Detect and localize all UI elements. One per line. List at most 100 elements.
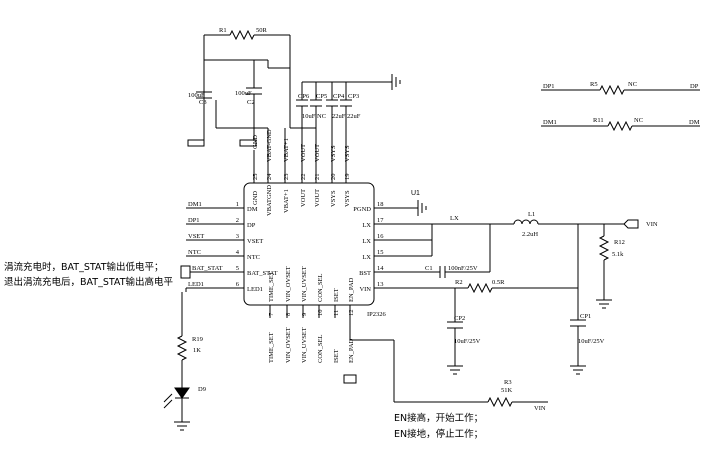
pin-name: BAT_STAT (247, 270, 278, 277)
top-pins: 25 24 23 22 21 20 19 GND VBATGND VBAT+1 … (252, 128, 351, 216)
pin-number: 6 (236, 281, 240, 288)
cp6-ref: CP6 (298, 93, 310, 100)
net-label-vout: VOUT (314, 144, 321, 162)
r19-ref: R19 (192, 336, 203, 343)
r2-ref: R2 (455, 279, 463, 286)
pin-name: BST (359, 270, 371, 277)
net-label-con-sel: CON_SEL (317, 334, 324, 363)
vin-input-filter: R2 0.5R CP2 10uF/25V CP1 10uF/25V (447, 224, 605, 375)
net-label-en-pad: EN_PAD (348, 338, 355, 363)
en-note-2: EN接地，停止工作； (394, 428, 483, 440)
right-pins: 18 17 16 15 14 13 PGND LX LX LX BST VIN (353, 201, 455, 293)
pin-number: 2 (236, 217, 239, 224)
ic-part-label: IP2326 (367, 311, 387, 318)
cp2-value: 10uF/25V (454, 338, 481, 345)
net-label-dp1: DP1 (188, 217, 200, 224)
cp2-ref: CP2 (454, 315, 465, 322)
c2-value: 100uF (235, 90, 252, 97)
ground-symbol (417, 200, 427, 216)
pin-name: VIN_OVSET (285, 266, 292, 302)
r5-right-net: DP (690, 83, 699, 90)
pin-number: 1 (236, 201, 239, 208)
cp6-value: 10uF (302, 113, 316, 120)
cp4-value: 22uF (332, 113, 346, 120)
r5-ref: R5 (590, 81, 598, 88)
inductor-section: LX L1 2.2uH VIN R12 5.1k (431, 211, 658, 309)
pin-name: VOUT (314, 189, 321, 207)
pin-number: 11 (333, 310, 340, 316)
c2-ref: C2 (247, 99, 255, 106)
r19-value: 1K (193, 347, 201, 354)
pin-name: LX (362, 254, 371, 261)
pin-name: LX (362, 222, 371, 229)
pin-number: 3 (236, 233, 239, 240)
net-label-vin-r3: VIN (534, 405, 546, 412)
pin-name: VIN_UVSET (301, 266, 308, 302)
pin-number: 19 (344, 174, 351, 181)
net-label-vout: VOUT (300, 144, 307, 162)
pin-number: 18 (377, 201, 384, 208)
d9-ref: D9 (198, 386, 206, 393)
pin-name: GND (252, 191, 259, 205)
bat-stat-note-1: 涓流充电时，BAT_STAT输出低电平； (4, 261, 164, 273)
cp4-ref: CP4 (333, 93, 345, 100)
led-indicator: R19 1K D9 (163, 288, 206, 431)
net-label-time-set: TIME_SET (268, 332, 275, 363)
pin-number: 9 (301, 313, 308, 316)
bat-stat-connector (180, 265, 191, 279)
pin-name: VSYS (344, 190, 351, 207)
r11-value: NC (634, 117, 643, 124)
light-ray (163, 393, 173, 403)
resistor-r11 (607, 120, 633, 132)
resistor-r3 (487, 396, 513, 408)
cp1-ref: CP1 (580, 313, 591, 320)
c1-ref: C1 (425, 265, 433, 272)
pin-number: 4 (236, 249, 240, 256)
pin-name: NTC (247, 254, 260, 261)
resistor-r1 (229, 29, 255, 41)
output-capacitor-bank: CP6 CP5 CP4 CP3 10uF NC 22uF 22uF (296, 74, 401, 128)
ic-ref-label: U1 (411, 190, 420, 197)
net-label-ntc: NTC (188, 249, 201, 256)
pin-number: 24 (266, 173, 273, 180)
pin-name: DM (247, 206, 258, 213)
pin-number: 12 (348, 310, 355, 317)
pin-number: 21 (314, 174, 321, 181)
pin-number: 7 (268, 312, 275, 316)
resistor-r2 (467, 282, 493, 294)
c1-value: 100nF/25V (448, 265, 478, 272)
pin-name: VSYS (330, 190, 337, 207)
net-label-vset: VSET (188, 233, 204, 240)
r3-ref: R3 (504, 379, 512, 386)
resistor-r19 (176, 335, 188, 361)
net-label-vin-port: VIN (646, 221, 658, 228)
c3-value: 100uF (188, 92, 205, 99)
en-connector (343, 374, 357, 384)
pin-number: 10 (317, 310, 324, 317)
net-label-vbat-gnd: VBAT-GND (266, 129, 273, 162)
net-label-dm1: DM1 (188, 201, 202, 208)
net-label-vin-ovset: VIN_OVSET (285, 327, 292, 363)
r5-value: NC (628, 81, 637, 88)
pin-name: TIME_SET (268, 271, 275, 302)
r5-left-net: DP1 (543, 83, 555, 90)
resistor-r5 (599, 84, 625, 96)
pin-number: 17 (377, 217, 384, 224)
pin-number: 25 (252, 174, 259, 181)
cp3-value: 22uF (347, 113, 361, 120)
net-label-lx: LX (450, 215, 459, 222)
pin-name: CON_SEL (317, 273, 324, 302)
r11-ref: R11 (593, 117, 604, 124)
r11-right-net: DM (689, 119, 700, 126)
pin-name: VBATGND (266, 185, 273, 216)
net-label-vsys: VSYS (330, 145, 337, 162)
pin-name: VBAT+1 (283, 189, 290, 213)
vin-port (623, 219, 639, 229)
r3-value: 51K (501, 387, 513, 394)
cp5-value: NC (317, 113, 326, 120)
pin-name: ISET (333, 288, 340, 302)
light-ray (163, 399, 173, 409)
ic-u1: U1 IP2326 (243, 182, 420, 318)
c3-ref: C3 (199, 99, 207, 106)
notes: 涓流充电时，BAT_STAT输出低电平； 退出涓流充电后，BAT_STAT输出高… (4, 261, 483, 440)
